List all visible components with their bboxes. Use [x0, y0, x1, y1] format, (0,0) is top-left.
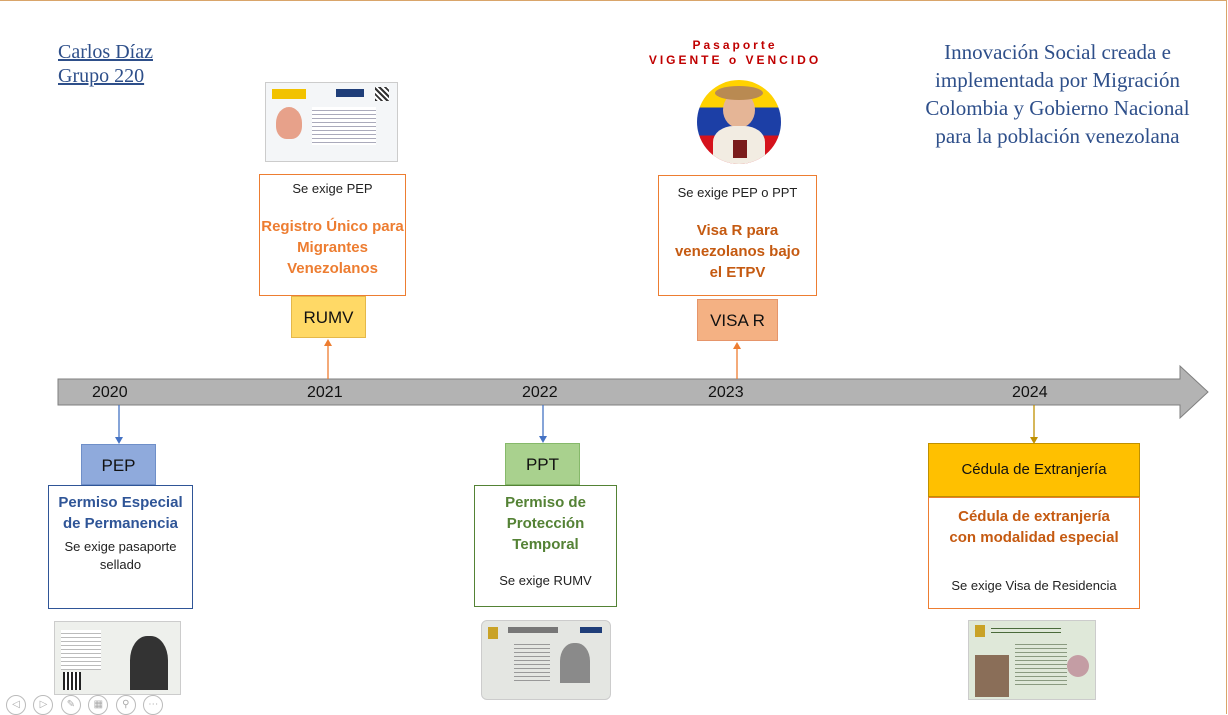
avatar-icon	[276, 107, 302, 139]
passport-title: Pasaporte VIGENTE o VENCIDO	[640, 38, 830, 68]
coat-of-arms-icon	[975, 625, 985, 637]
pep-box: Permiso Especial de Permanencia Se exige…	[48, 485, 193, 609]
zoom-icon[interactable]: ⚲	[115, 695, 136, 715]
migracion-logo	[580, 627, 602, 633]
rumv-tag: RUMV	[291, 296, 366, 338]
connector-ppt-head	[539, 436, 547, 443]
card-header-line	[508, 627, 558, 633]
connector-visa-head	[733, 342, 741, 349]
visa-title: Visa R para venezolanos bajo el ETPV	[674, 222, 801, 281]
hat-icon	[715, 86, 763, 100]
rumv-requirement: Se exige PEP	[292, 181, 373, 196]
ppt-box: Permiso de Protección Temporal Se exige …	[474, 485, 617, 607]
pen-icon[interactable]: ✎	[60, 695, 81, 715]
timeline-arrow	[57, 364, 1209, 420]
connector-pep-head	[115, 437, 123, 444]
ppt-requirement: Se exige RUMV	[499, 573, 592, 588]
visa-tag: VISA R	[697, 299, 778, 341]
intro-text: Innovación Social creada e implementada …	[925, 40, 1190, 148]
slides-icon[interactable]: ▦	[88, 695, 109, 715]
person-photo	[975, 655, 1009, 697]
cedula-box: Cédula de extranjería con modalidad espe…	[928, 497, 1140, 609]
qr-icon	[63, 672, 81, 690]
cedula-requirement: Se exige Visa de Residencia	[951, 578, 1117, 593]
year-2021: 2021	[307, 384, 343, 401]
card-text-lines	[61, 630, 101, 670]
author-group: Grupo 220	[58, 65, 145, 87]
pep-title: Permiso Especial de Permanencia	[58, 494, 183, 532]
ppt-card-image	[481, 620, 611, 700]
rumv-logo	[272, 89, 306, 99]
card-text-lines	[1015, 641, 1067, 687]
next-icon[interactable]: ▷	[33, 695, 54, 715]
passport-line1: Pasaporte	[692, 38, 778, 52]
card-header-line	[991, 625, 1061, 635]
year-2020: 2020	[92, 384, 128, 401]
passport-photo	[697, 80, 781, 164]
more-icon[interactable]: ⋯	[143, 695, 164, 715]
pep-card-image	[54, 621, 181, 695]
person-silhouette	[130, 636, 168, 690]
ppt-title: Permiso de Protección Temporal	[505, 494, 586, 553]
person-silhouette	[560, 643, 590, 683]
presentation-controls: ◁ ▷ ✎ ▦ ⚲ ⋯	[6, 694, 166, 715]
card-text-lines	[514, 641, 550, 681]
migracion-logo	[336, 89, 364, 97]
connector-rumv-head	[324, 339, 332, 346]
card-text-lines	[312, 107, 376, 145]
cedula-tag: Cédula de Extranjería	[928, 443, 1140, 497]
coat-of-arms-icon	[488, 627, 498, 639]
year-2023: 2023	[708, 384, 744, 401]
visa-requirement: Se exige PEP o PPT	[677, 185, 798, 200]
author-name: Carlos Díaz	[58, 41, 153, 63]
passport-icon	[733, 140, 747, 158]
hologram-icon	[1067, 655, 1089, 677]
pep-tag: PEP	[81, 444, 156, 485]
rumv-title: Registro Único para Migrantes Venezolano…	[261, 218, 404, 277]
cedula-card-image	[968, 620, 1096, 700]
qr-icon	[375, 87, 389, 101]
cedula-title: Cédula de extranjería con modalidad espe…	[949, 508, 1119, 546]
year-2024: 2024	[1012, 384, 1048, 401]
passport-line2: VIGENTE o VENCIDO	[648, 53, 822, 67]
connector-cedula-head	[1030, 437, 1038, 444]
ppt-tag: PPT	[505, 443, 580, 485]
pep-requirement: Se exige pasaporte sellado	[64, 539, 177, 572]
author-block: Carlos Díaz Grupo 220	[58, 40, 153, 88]
visa-box: Se exige PEP o PPT Visa R para venezolan…	[658, 175, 817, 296]
rumv-card-image	[265, 82, 398, 162]
previous-icon[interactable]: ◁	[6, 695, 26, 715]
year-2022: 2022	[522, 384, 558, 401]
rumv-box: Se exige PEP Registro Único para Migrant…	[259, 174, 406, 296]
